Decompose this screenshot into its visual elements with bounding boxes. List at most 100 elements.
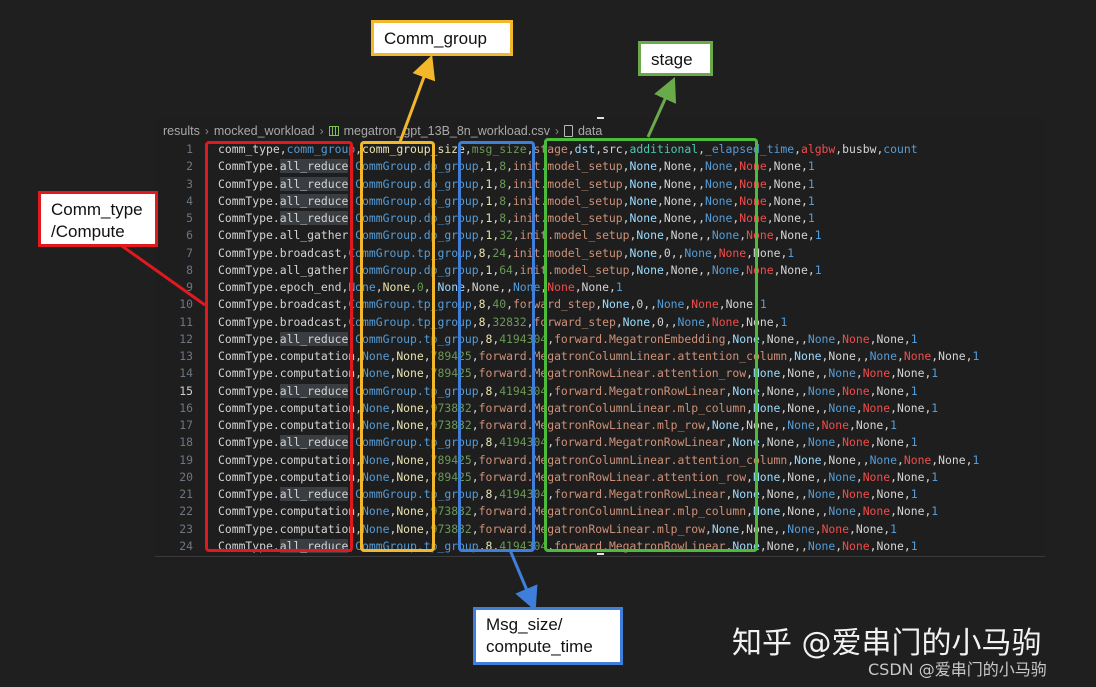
csv-cell: None: [622, 314, 651, 329]
csv-cell: None: [842, 538, 870, 553]
csv-separator: ,: [478, 331, 486, 346]
csv-header-token: comm_type: [218, 142, 280, 156]
csv-cell: 1: [485, 159, 493, 174]
csv-cell: forward.MegatronRowLinear: [554, 383, 726, 398]
csv-cell: None: [670, 228, 699, 243]
csv-separator: ,: [389, 366, 397, 381]
csv-cell: 8: [478, 314, 486, 329]
csv-separator: ,: [903, 435, 911, 450]
csv-separator: ,: [478, 228, 486, 243]
csv-separator: ,: [725, 538, 733, 553]
csv-cell: None: [362, 504, 390, 519]
csv-cell: 1: [759, 297, 767, 312]
csv-separator: ,: [492, 211, 500, 225]
csv-cell: 1: [787, 245, 795, 260]
csv-header-token: ,: [794, 142, 801, 156]
csv-cell-value: all_gather: [279, 262, 349, 277]
csv-separator: ,: [869, 538, 877, 553]
csv-cell: 1: [890, 418, 898, 432]
csv-cell: None: [752, 400, 781, 415]
line-number: 11: [179, 314, 193, 329]
csv-cell: None: [753, 245, 781, 260]
csv-cell: None: [711, 314, 740, 329]
breadcrumb: results › mocked_workload › megatron_gpt…: [163, 122, 602, 140]
breadcrumb-item-data[interactable]: data: [577, 124, 603, 138]
stage-annotation: stage: [638, 41, 713, 76]
csv-cell: None: [704, 176, 733, 191]
line-text: CommType.computation,None,None,973832,fo…: [218, 521, 897, 538]
breadcrumb-item-folder[interactable]: mocked_workload: [213, 124, 315, 138]
csv-separator: ,: [423, 469, 431, 484]
line-number: 8: [186, 262, 193, 277]
csv-cell: None: [752, 469, 781, 484]
breadcrumb-item-file[interactable]: megatron_gpt_13B_8n_workload.csv: [343, 124, 550, 138]
csv-cell: None: [787, 418, 815, 432]
csv-separator: ,: [903, 487, 911, 501]
csv-header-token: msg_size: [471, 142, 527, 156]
msg-size-arrow: [508, 549, 538, 612]
csv-separator: ,: [807, 262, 815, 277]
msg-size-annotation-line1: Msg_size/: [486, 615, 563, 634]
csv-cell: forward.MegatronRowLinear: [554, 487, 726, 501]
csv-separator: ,: [423, 418, 431, 432]
line-number: 22: [179, 504, 193, 519]
csv-separator: ,: [506, 193, 513, 208]
csv-cell: 8: [499, 193, 507, 208]
csv-cell: 1: [910, 383, 918, 398]
csv-cell: 32: [499, 228, 513, 243]
csv-separator: ,: [389, 469, 397, 484]
line-text: CommType.epoch_end,None,None,0,,None,Non…: [218, 279, 623, 296]
csv-cell: CommType.: [218, 452, 280, 467]
csv-cell: forward.MegatronRowLinear.mlp_row: [478, 418, 705, 432]
csv-cell: None: [396, 418, 424, 432]
csv-cell: 1: [931, 469, 939, 484]
csv-separator: ,: [355, 418, 363, 432]
csv-cell: None: [396, 452, 424, 467]
csv-separator: ,: [759, 435, 767, 450]
line-number: 21: [179, 487, 193, 501]
csv-cell-value: computation: [279, 452, 356, 467]
editor-bottom-border: [155, 556, 1045, 557]
csv-cell: CommType.: [218, 487, 280, 501]
csv-cell: CommType.: [218, 504, 280, 519]
csv-separator: ,: [684, 297, 692, 312]
csv-cell: None: [807, 331, 836, 346]
csv-file-icon: [328, 126, 339, 136]
line-number: 16: [179, 400, 193, 415]
csv-cell: None: [602, 297, 630, 312]
csv-cell: init.model_setup: [519, 228, 630, 243]
line-number: 14: [179, 366, 193, 381]
breadcrumb-item-results[interactable]: results: [163, 124, 200, 138]
csv-cell-value: all_gather: [279, 228, 349, 243]
msg-size-annotation-line2: compute_time: [486, 637, 593, 656]
document-icon: [563, 125, 573, 137]
csv-cell: None: [732, 487, 760, 501]
csv-cell: CommType.: [218, 383, 280, 398]
csv-separator: ,: [800, 331, 808, 346]
csv-separator: ,: [478, 383, 486, 398]
csv-cell: None: [794, 452, 822, 467]
csv-cell-value: computation: [279, 469, 356, 484]
csv-cell: None: [766, 435, 795, 450]
csv-cell: 1: [814, 228, 822, 243]
csv-separator: ,: [814, 504, 822, 519]
csv-separator: ,: [622, 193, 630, 208]
csv-cell: 973832: [430, 504, 472, 519]
